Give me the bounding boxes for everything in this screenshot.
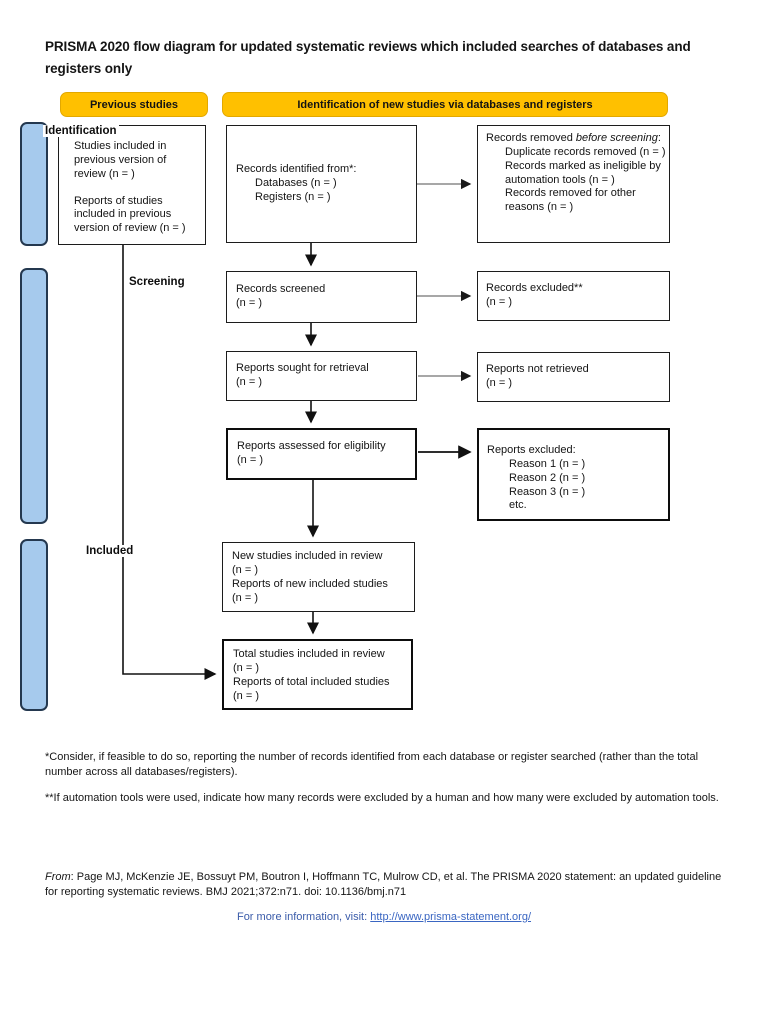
header-new-studies-label: Identification of new studies via databa… bbox=[297, 98, 593, 111]
reports-not-retrieved-n: (n = ) bbox=[486, 377, 512, 389]
reports-excluded-reason-3: Reason 3 (n = ) bbox=[509, 485, 586, 498]
box-records-removed: Records removed before screening: Duplic… bbox=[477, 125, 670, 243]
box-records-excluded: Records excluded** (n = ) bbox=[477, 271, 670, 321]
reports-assessed-label: Reports assessed for eligibility bbox=[237, 440, 386, 453]
stage-label-included: Included bbox=[84, 545, 136, 557]
reports-assessed-n: (n = ) bbox=[237, 454, 263, 466]
box-records-identified: Records identified from*: Databases (n =… bbox=[226, 125, 417, 243]
records-identified-registers: Registers (n = ) bbox=[255, 190, 331, 203]
new-studies-n: (n = ) bbox=[232, 563, 258, 576]
total-reports-n: (n = ) bbox=[233, 689, 259, 702]
new-reports-line: Reports of new included studies bbox=[232, 577, 388, 590]
stage-label-identification: Identification bbox=[43, 125, 119, 137]
records-screened-label: Records screened bbox=[236, 283, 326, 296]
records-screened-n: (n = ) bbox=[236, 297, 262, 309]
records-identified-databases: Databases (n = ) bbox=[255, 177, 337, 190]
previous-studies-item: Studies included in previous version of … bbox=[74, 140, 167, 180]
reports-excluded-etc: etc. bbox=[509, 499, 527, 512]
more-info-line: For more information, visit: http://www.… bbox=[0, 911, 768, 923]
box-records-screened: Records screened (n = ) bbox=[226, 271, 417, 323]
reports-excluded-title: Reports excluded: bbox=[487, 444, 576, 456]
citation: From: Page MJ, McKenzie JE, Bossuyt PM, … bbox=[45, 870, 727, 901]
box-new-studies-included: New studies included in review (n = ) Re… bbox=[222, 542, 415, 612]
records-removed-title: Records removed before screening: bbox=[486, 132, 661, 144]
stage-label-screening: Screening bbox=[127, 276, 187, 288]
stage-bar-screening bbox=[20, 268, 48, 524]
previous-reports-item: Reports of studies included in previous … bbox=[74, 194, 186, 235]
reports-excluded-reason-1: Reason 1 (n = ) bbox=[509, 457, 586, 470]
footnote-asterisk: *Consider, if feasible to do so, reporti… bbox=[45, 751, 699, 779]
reports-not-retrieved-label: Reports not retrieved bbox=[486, 363, 589, 376]
box-reports-assessed: Reports assessed for eligibility (n = ) bbox=[226, 428, 417, 480]
total-studies-line: Total studies included in review bbox=[233, 648, 385, 660]
page-title: PRISMA 2020 flow diagram for updated sys… bbox=[45, 39, 691, 76]
header-previous-studies-label: Previous studies bbox=[89, 98, 179, 111]
box-reports-not-retrieved: Reports not retrieved (n = ) bbox=[477, 352, 670, 402]
footnote-double-asterisk: **If automation tools were used, indicat… bbox=[45, 792, 719, 804]
box-previous-studies: Studies included in previous version of … bbox=[58, 125, 206, 245]
stage-bar-identification bbox=[20, 122, 48, 246]
citation-from-label: From bbox=[45, 871, 71, 883]
box-reports-sought: Reports sought for retrieval (n = ) bbox=[226, 351, 417, 401]
prisma-statement-link[interactable]: http://www.prisma-statement.org/ bbox=[370, 911, 532, 923]
total-studies-n: (n = ) bbox=[233, 661, 259, 674]
new-reports-n: (n = ) bbox=[232, 591, 258, 604]
new-studies-line: New studies included in review bbox=[232, 550, 383, 562]
records-removed-other: Records removed for other reasons (n = ) bbox=[505, 187, 636, 214]
box-total-studies-included: Total studies included in review (n = ) … bbox=[222, 639, 413, 710]
reports-sought-label: Reports sought for retrieval bbox=[236, 362, 369, 375]
stage-bar-included bbox=[20, 539, 48, 711]
records-excluded-n: (n = ) bbox=[486, 296, 512, 308]
box-reports-excluded: Reports excluded: Reason 1 (n = ) Reason… bbox=[477, 428, 670, 521]
more-info-label: For more information, visit: bbox=[236, 911, 371, 923]
citation-text: : Page MJ, McKenzie JE, Bossuyt PM, Bout… bbox=[45, 871, 722, 899]
records-removed-automation: Records marked as ineligible by automati… bbox=[505, 159, 661, 186]
header-identification-new-studies: Identification of new studies via databa… bbox=[222, 92, 668, 117]
records-removed-duplicates: Duplicate records removed (n = ) bbox=[505, 145, 666, 158]
records-excluded-label: Records excluded** bbox=[486, 282, 583, 295]
total-reports-line: Reports of total included studies bbox=[233, 675, 390, 688]
arrow-previous-to-total bbox=[122, 245, 217, 680]
records-identified-title: Records identified from*: bbox=[236, 163, 357, 176]
reports-sought-n: (n = ) bbox=[236, 376, 262, 388]
reports-excluded-reason-2: Reason 2 (n = ) bbox=[509, 471, 586, 484]
header-previous-studies: Previous studies bbox=[60, 92, 208, 117]
